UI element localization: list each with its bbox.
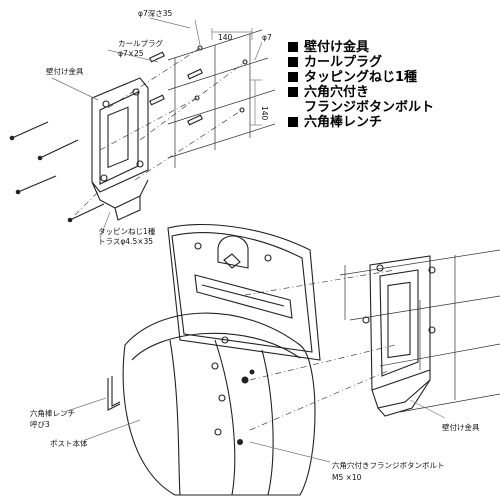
label-post-body: ポスト本体 <box>50 438 88 448</box>
label-drill-depth: φ7深さ35 <box>138 9 172 18</box>
legend-item: 壁付け金具 <box>288 40 434 55</box>
label-bracket-top: 壁付け金具 <box>46 66 84 76</box>
label-dim-width: 140 <box>218 33 233 42</box>
legend-item: カールプラグ <box>288 55 434 70</box>
legend-item: 六角棒レンチ <box>288 115 434 130</box>
label-dim-height: 140 <box>260 106 269 121</box>
label-hex-wrench-size: 呼び3 <box>30 419 50 429</box>
curl-plugs <box>149 51 203 126</box>
legend-text: 六角穴付き <box>304 85 370 100</box>
parts-legend: 壁付け金具 カールプラグ タッピングねじ1種 六角穴付き フランジボタンボルト … <box>288 40 434 130</box>
legend-text: 六角棒レンチ <box>304 115 383 130</box>
right-bracket <box>362 255 436 417</box>
legend-text: フランジボタンボルト <box>304 100 435 115</box>
label-bracket-right: 壁付け金具 <box>442 422 480 432</box>
legend-square-icon <box>288 117 298 127</box>
legend-text: カールプラグ <box>304 55 383 70</box>
mailbox-body <box>122 223 321 496</box>
hex-wrench <box>107 376 121 411</box>
legend-text: 壁付け金具 <box>304 40 370 55</box>
label-curl-plug-size: φ7×25 <box>118 49 144 58</box>
upper-wall-grid <box>167 29 276 168</box>
leader-lines <box>51 17 446 463</box>
upper-bracket <box>91 77 149 221</box>
legend-square-icon <box>288 72 298 82</box>
legend-square-icon <box>288 42 298 52</box>
lower-wall-grid <box>339 249 500 413</box>
legend-text: タッピングねじ1種 <box>304 70 418 85</box>
legend-item: タッピングねじ1種 <box>288 70 434 85</box>
legend-text-continued: フランジボタンボルト <box>288 100 434 115</box>
legend-item: 六角穴付き <box>288 85 434 100</box>
legend-square-icon <box>288 57 298 67</box>
label-dim-diameter: φ7 <box>262 33 272 42</box>
label-hex-wrench: 六角棒レンチ <box>30 408 75 418</box>
wall-dimensions <box>194 19 263 126</box>
label-curl-plug: カールプラグ <box>118 38 163 48</box>
tapping-screws <box>9 121 105 223</box>
label-bolt-size: M5 ×10 <box>332 473 362 482</box>
label-screw-size: トラスφ4.5×35 <box>98 237 153 246</box>
label-screw-name: タッピンねじ1種 <box>98 226 156 236</box>
legend-square-icon <box>288 87 298 97</box>
label-bolt-name: 六角穴付きフランジボタンボルト <box>332 460 445 470</box>
